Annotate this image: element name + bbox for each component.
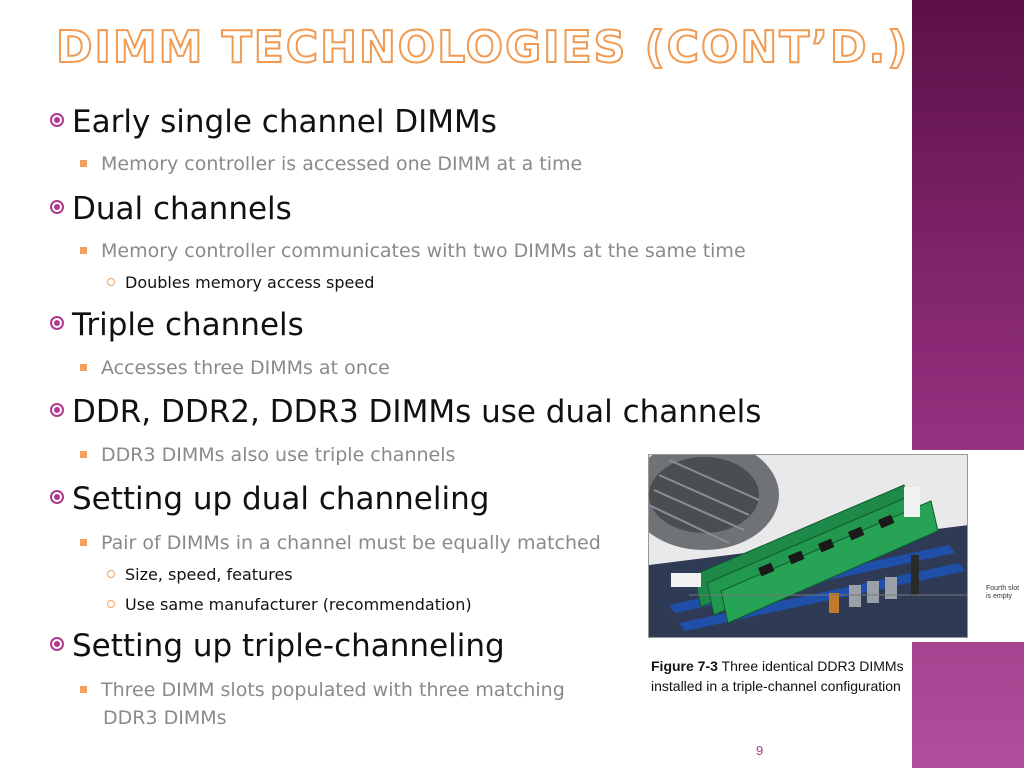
figure-caption: Figure 7-3 Three identical DDR3 DIMMs in… (651, 656, 913, 696)
figure-callout: Fourth slot is empty (986, 585, 1019, 601)
bullet-square-icon (80, 247, 87, 254)
bullet-text: Accesses three DIMMs at once (101, 357, 390, 379)
bullet-level3: Doubles memory access speed (107, 273, 374, 292)
bullet-circle-icon (50, 637, 64, 651)
figure-caption-text: Three identical DDR3 DIMMs installed in … (651, 658, 904, 694)
slide-title: DIMM Technologies (cont’d.) (55, 21, 910, 74)
bullet-text: Setting up triple-channeling (72, 628, 505, 664)
dimm-photo (648, 454, 968, 638)
callout-line: is empty (986, 593, 1013, 600)
page-number: 9 (756, 743, 764, 758)
bullet-level1: Dual channels (50, 191, 292, 227)
bullet-level3: Size, speed, features (107, 565, 293, 584)
bullet-text: Dual channels (72, 191, 292, 227)
motherboard-illustration (649, 455, 967, 637)
bullet-text: Memory controller is accessed one DIMM a… (101, 153, 583, 175)
bullet-text: Use same manufacturer (recommendation) (125, 595, 472, 614)
bullet-text: Pair of DIMMs in a channel must be equal… (101, 532, 601, 554)
bullet-ring-icon (107, 278, 115, 286)
figure-label: Figure 7-3 (651, 658, 718, 674)
bullet-text: Size, speed, features (125, 565, 293, 584)
bullet-square-icon (80, 451, 87, 458)
bullet-text: DDR, DDR2, DDR3 DIMMs use dual channels (72, 394, 762, 430)
bullet-circle-icon (50, 490, 64, 504)
bullet-continuation: DDR3 DIMMs (103, 707, 227, 729)
bullet-circle-icon (50, 200, 64, 214)
bullet-level2: Three DIMM slots populated with three ma… (80, 679, 565, 701)
bullet-level1: Triple channels (50, 307, 304, 343)
bullet-circle-icon (50, 316, 64, 330)
bullet-square-icon (80, 160, 87, 167)
bullet-ring-icon (107, 570, 115, 578)
bullet-level1: Setting up dual channeling (50, 481, 489, 517)
bullet-text: Doubles memory access speed (125, 273, 375, 292)
bullet-text: DDR3 DIMMs also use triple channels (101, 444, 456, 466)
bullet-level2: Pair of DIMMs in a channel must be equal… (80, 532, 601, 554)
bullet-text: Memory controller communicates with two … (101, 240, 746, 262)
callout-line: Fourth slot (986, 585, 1020, 592)
bullet-text: Early single channel DIMMs (72, 104, 497, 140)
bullet-level3: Use same manufacturer (recommendation) (107, 595, 472, 614)
sidebar-decoration (912, 0, 1024, 768)
bullet-level2: DDR3 DIMMs also use triple channels (80, 444, 455, 466)
bullet-circle-icon (50, 113, 64, 127)
bullet-level2: Memory controller is accessed one DIMM a… (80, 153, 582, 175)
bullet-text: Setting up dual channeling (72, 481, 490, 517)
bullet-level1: DDR, DDR2, DDR3 DIMMs use dual channels (50, 394, 761, 430)
bullet-square-icon (80, 364, 87, 371)
bullet-text: DDR3 DIMMs (103, 707, 227, 729)
bullet-square-icon (80, 686, 87, 693)
bullet-circle-icon (50, 403, 64, 417)
bullet-level1: Setting up triple-channeling (50, 628, 505, 664)
bullet-level1: Early single channel DIMMs (50, 104, 497, 140)
bullet-level2: Accesses three DIMMs at once (80, 357, 390, 379)
bullet-ring-icon (107, 600, 115, 608)
bullet-level2: Memory controller communicates with two … (80, 240, 746, 262)
bullet-text: Three DIMM slots populated with three ma… (101, 679, 565, 701)
bullet-square-icon (80, 539, 87, 546)
bullet-text: Triple channels (72, 307, 304, 343)
